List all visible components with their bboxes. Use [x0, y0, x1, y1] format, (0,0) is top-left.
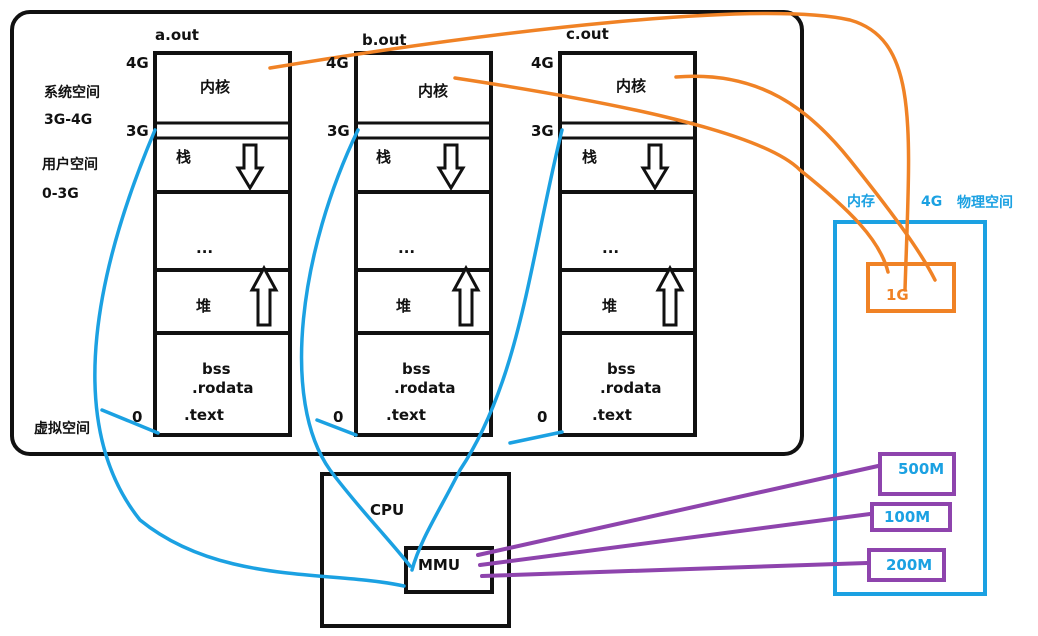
process-c-seg-gap: ...: [602, 239, 620, 257]
process-b-column: [354, 51, 493, 437]
cpu-label: CPU: [370, 501, 405, 519]
process-a-seg-rodata: .rodata: [192, 379, 254, 397]
phys-space-label: 物理空间: [957, 195, 1013, 211]
process-a-name: a.out: [155, 26, 199, 44]
mmu-label: MMU: [418, 556, 461, 574]
mapping-curve-a-user: [100, 408, 160, 435]
mapping-curve-b-kernel: [299, 128, 412, 568]
kernel-range-label: 3G-4G: [44, 112, 93, 128]
process-c-addr-0: 0: [537, 408, 548, 426]
process-a-addr-4g: 4G: [126, 54, 149, 72]
mmu-link-500m: [476, 464, 880, 557]
process-a-seg-bss: bss: [202, 360, 231, 378]
process-c-name: c.out: [566, 25, 609, 43]
process-a-addr-3g: 3G: [126, 122, 149, 140]
virtual-space-label: 虚拟空间: [34, 421, 90, 437]
process-c-seg-kernel: 内核: [616, 77, 647, 95]
kernel-link-c: [674, 74, 937, 282]
stack-grow-down-icon: [436, 143, 466, 191]
process-c-seg-heap: 堆: [602, 297, 618, 315]
phys-block-100m: [870, 502, 952, 532]
process-b-addr-0: 0: [333, 408, 344, 426]
process-a-seg-text: .text: [184, 406, 224, 424]
process-a-seg-gap: ...: [196, 239, 214, 257]
process-b-name: b.out: [362, 31, 407, 49]
kernel-space-label: 系统空间: [44, 85, 100, 101]
heap-grow-up-icon: [655, 264, 685, 327]
process-a-seg-kernel: 内核: [200, 78, 231, 96]
process-b-seg-bss: bss: [402, 360, 431, 378]
process-b-addr-4g: 4G: [326, 54, 349, 72]
phys-block-500m-label: 500M: [898, 460, 945, 478]
process-c-seg-stack: 栈: [582, 148, 598, 166]
process-a-seg-heap: 堆: [196, 297, 212, 315]
process-c-seg-text: .text: [592, 406, 632, 424]
mapping-curve-a-kernel: [93, 128, 406, 588]
user-range-label: 0-3G: [42, 186, 79, 202]
mem-label: 内存: [847, 194, 875, 210]
heap-grow-up-icon: [451, 264, 481, 327]
phys-block-200m-label: 200M: [886, 556, 933, 574]
process-c-seg-rodata: .rodata: [600, 379, 662, 397]
process-c-addr-3g: 3G: [531, 122, 554, 140]
process-b-seg-rodata: .rodata: [394, 379, 456, 397]
mmu-box: [404, 546, 494, 594]
mmu-link-100m: [478, 512, 872, 567]
phys-block-200m: [867, 548, 946, 582]
process-b-seg-gap: ...: [398, 239, 416, 257]
physical-memory-box: [833, 220, 987, 596]
mem-size-label: 4G: [921, 194, 943, 210]
process-a-addr-0: 0: [132, 408, 143, 426]
process-c-seg-bss: bss: [607, 360, 636, 378]
kernel-link-b: [453, 76, 890, 274]
kernel-phys-block-label: 1G: [886, 286, 909, 304]
virtual-space-frame: [10, 10, 804, 456]
mapping-curve-b-user: [315, 418, 358, 437]
mmu-link-200m: [480, 561, 869, 578]
process-a-column: [153, 51, 292, 437]
stack-grow-down-icon: [640, 143, 670, 191]
phys-block-100m-label: 100M: [884, 508, 931, 526]
kernel-phys-block: [866, 262, 956, 313]
process-b-seg-stack: 栈: [376, 148, 392, 166]
mapping-curve-c-kernel: [410, 128, 564, 572]
process-b-seg-text: .text: [386, 406, 426, 424]
process-b-seg-kernel: 内核: [418, 82, 449, 100]
heap-grow-up-icon: [249, 264, 279, 327]
stack-grow-down-icon: [235, 143, 265, 191]
process-b-addr-3g: 3G: [327, 122, 350, 140]
process-c-column: [558, 51, 697, 437]
process-c-addr-4g: 4G: [531, 54, 554, 72]
mapping-curve-c-user: [508, 430, 564, 445]
process-b-seg-heap: 堆: [396, 297, 412, 315]
phys-block-500m: [878, 452, 956, 496]
process-a-seg-stack: 栈: [176, 148, 192, 166]
user-space-label: 用户空间: [42, 157, 98, 173]
kernel-link-a: [268, 11, 911, 292]
